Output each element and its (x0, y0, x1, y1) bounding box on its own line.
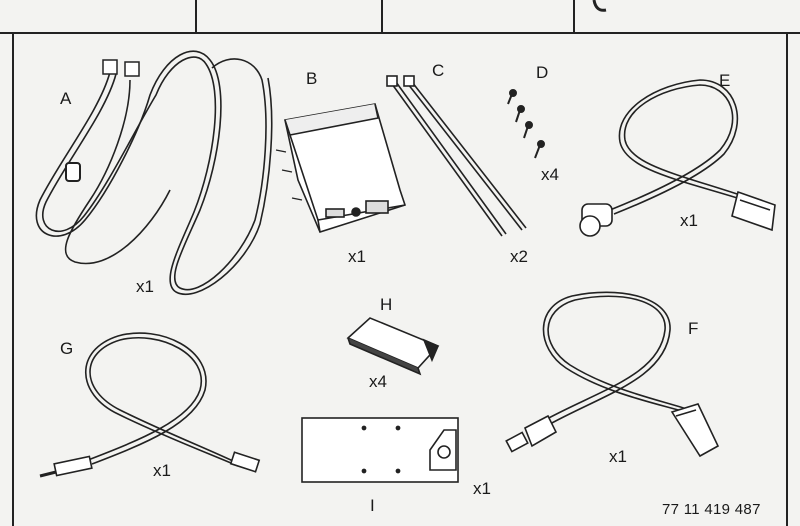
part-e-letter: E (719, 71, 731, 90)
part-b-letter: B (306, 69, 318, 88)
header-cell-divider (381, 0, 383, 32)
part-a-cable-icon (35, 50, 273, 295)
part-h-quantity: x4 (369, 372, 387, 391)
part-h-adhesive-pad-icon (346, 317, 440, 376)
header-cell-divider (195, 0, 197, 32)
part-i-template-icon (301, 417, 459, 483)
part-e-quantity: x1 (680, 211, 698, 230)
part-g-quantity: x1 (153, 461, 171, 480)
header-cell-divider (573, 0, 575, 32)
part-f-letter: F (688, 319, 699, 338)
part-d-screws-icon (507, 89, 545, 159)
part-i-quantity: x1 (473, 479, 491, 498)
part-c-quantity: x2 (510, 247, 528, 266)
part-d-letter: D (536, 63, 549, 82)
part-d-quantity: x4 (541, 165, 559, 184)
part-h-letter: H (380, 295, 393, 314)
part-g-jack-cable-icon (39, 332, 261, 478)
part-f-quantity: x1 (609, 447, 627, 466)
part-a-letter: A (60, 89, 72, 108)
reference-number: 77 11 419 487 (662, 501, 761, 518)
part-i-letter: I (370, 496, 375, 515)
header-symbol-icon (592, 0, 607, 12)
part-f-usb-cable-icon (505, 291, 720, 458)
part-g-letter: G (60, 339, 74, 358)
part-c-cable-ties-icon (386, 75, 527, 237)
parts-frame (12, 32, 788, 526)
part-b-interface-box-icon (275, 103, 407, 233)
part-e-dock-cable-icon (579, 79, 776, 237)
part-a-quantity: x1 (136, 277, 154, 296)
part-b-quantity: x1 (348, 247, 366, 266)
part-c-letter: C (432, 61, 445, 80)
header-table-strip (0, 0, 800, 34)
